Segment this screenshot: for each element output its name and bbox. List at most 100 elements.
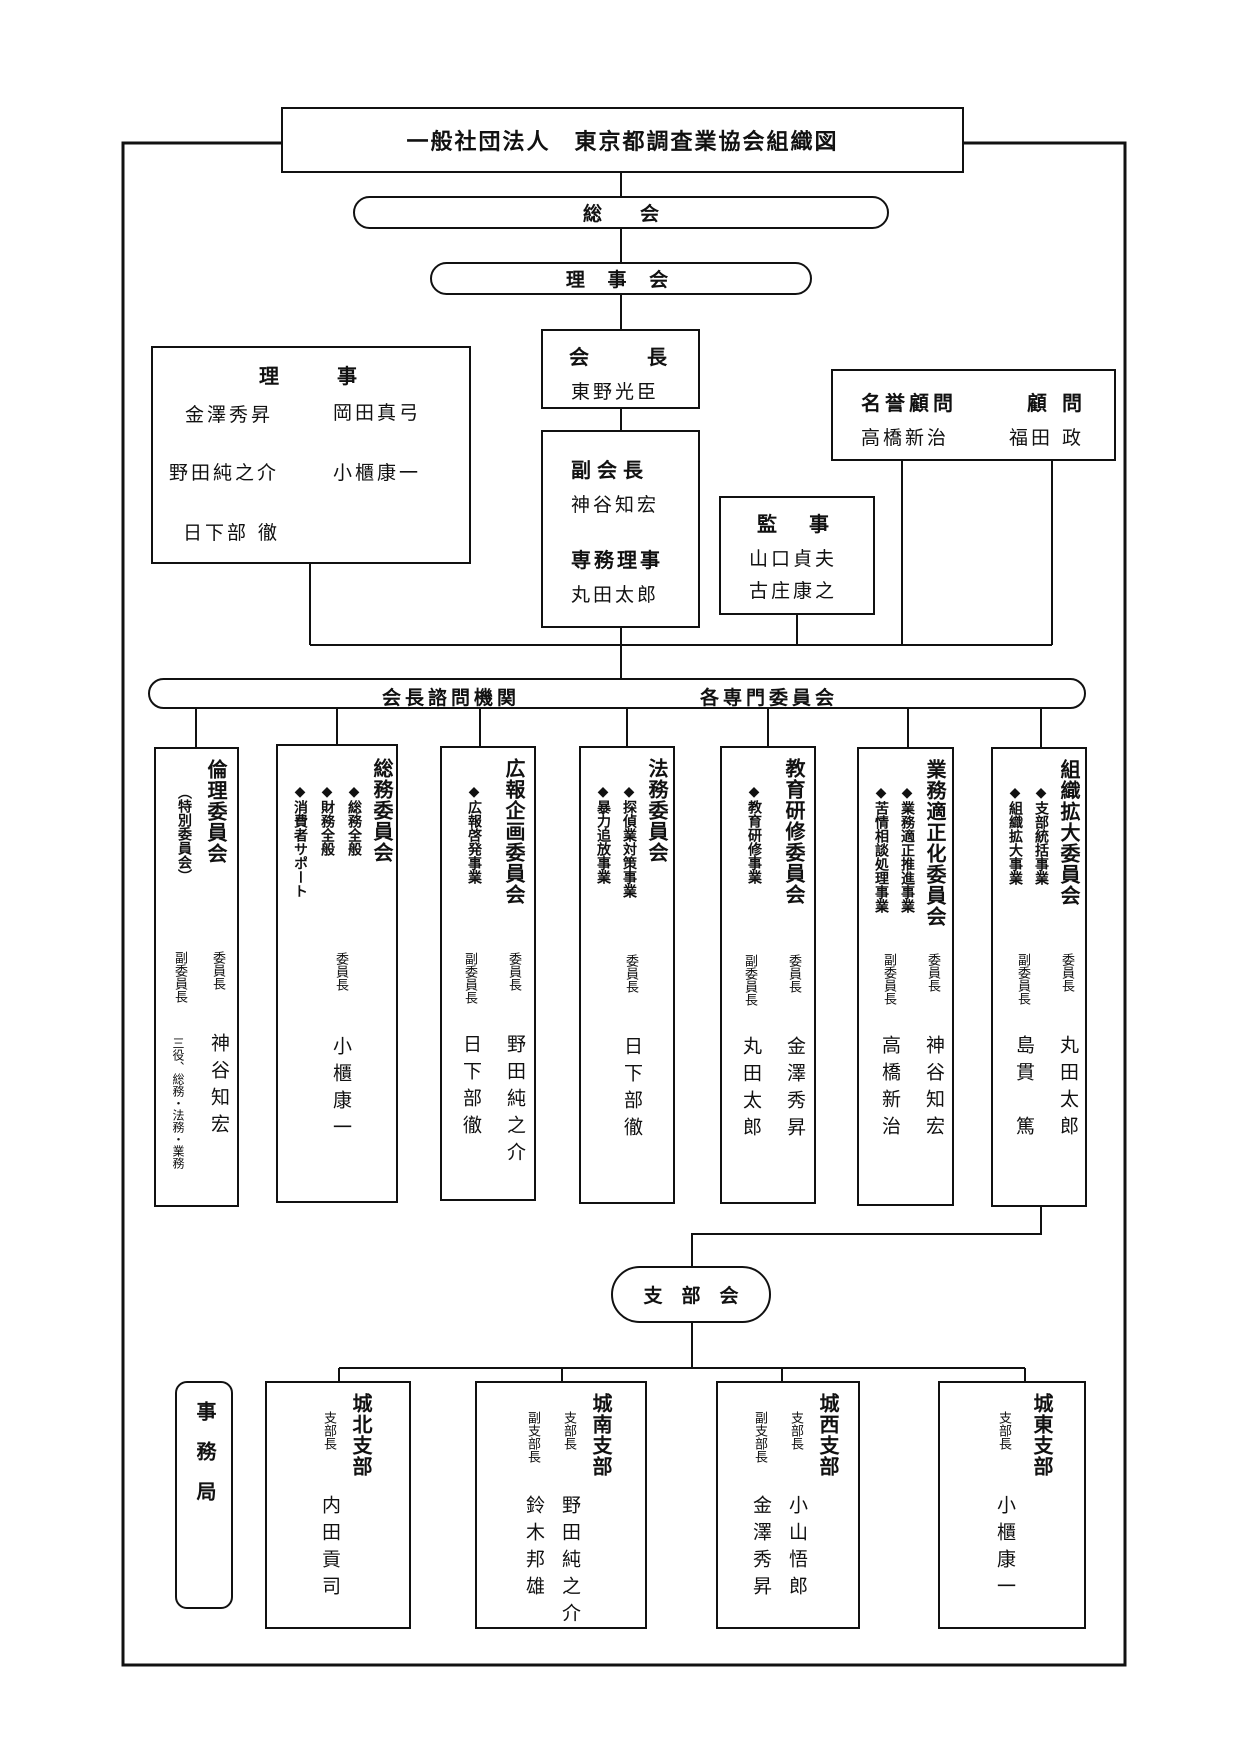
- vice-name: 日下部徹: [460, 1034, 482, 1142]
- president-title: 会 長: [569, 345, 673, 369]
- general-meeting-label: 総 会: [582, 203, 659, 225]
- general-meeting-pill: 総 会: [353, 196, 889, 229]
- duty-item: ◆教育研修事業: [746, 784, 762, 884]
- auditor-title: 監 事: [757, 512, 835, 536]
- branch-name: 城東支部: [1030, 1393, 1054, 1477]
- duty-item: ◆財務全般: [319, 784, 335, 856]
- committee-bar: 会長諮問機関 各専門委員会: [148, 678, 1086, 709]
- vice-name: 鈴木邦雄: [523, 1495, 545, 1603]
- vice-role: 副委員長: [1015, 953, 1030, 1005]
- committee-general-affairs: 総務委員会 ◆総務全般 ◆財務全般 ◆消費者サポート 委員長 小櫃康一: [276, 744, 398, 1203]
- director-name: 野田純之介: [169, 462, 280, 484]
- vice-name: 高橋新治: [879, 1035, 901, 1143]
- special-committees-label: 各専門委員会: [700, 687, 839, 709]
- committee-sub: （特別委員会）: [176, 785, 192, 883]
- vice-role: 副支部長: [525, 1411, 540, 1463]
- branch-name: 城南支部: [589, 1393, 613, 1477]
- secretariat-box: 事務局: [175, 1381, 233, 1609]
- duty-item: ◆消費者サポート: [292, 784, 308, 898]
- duty-item: ◆広報啓発事業: [466, 784, 482, 884]
- branch-meeting-label: 支 部 会: [643, 1285, 739, 1307]
- vice-president-name: 神谷知宏: [571, 494, 660, 516]
- advisor-name: 福田 政: [1009, 427, 1085, 449]
- vice-role: 副委員長: [742, 954, 757, 1006]
- chief-role: 支部長: [788, 1411, 803, 1450]
- vice-president-box: 副会長 神谷知宏 専務理事 丸田太郎: [541, 430, 700, 628]
- board-pill: 理 事 会: [430, 262, 812, 295]
- vice-role: 副支部長: [752, 1411, 767, 1463]
- advisory-bodies-label: 会長諮問機関: [382, 687, 521, 709]
- duty-item: ◆業務適正推進事業: [899, 785, 915, 913]
- branch-west: 城西支部 支部長 小山悟郎 副支部長 金澤秀昇: [716, 1381, 860, 1629]
- branch-meeting-pill: 支 部 会: [611, 1266, 771, 1323]
- duty-item: ◆暴力追放事業: [595, 784, 611, 884]
- chief-name: 内田貢司: [319, 1495, 341, 1603]
- page-title: 一般社団法人 東京都調査業協会組織図: [406, 130, 839, 155]
- chair-name: 神谷知宏: [923, 1035, 945, 1143]
- director-name: 小櫃康一: [333, 462, 422, 484]
- committee-business-propriety: 業務適正化委員会 ◆業務適正推進事業 ◆苦情相談処理事業 委員長 神谷知宏 副委…: [857, 747, 954, 1206]
- chair-role: 委員長: [333, 952, 348, 991]
- duty-item: ◆苦情相談処理事業: [873, 785, 889, 913]
- committee-name: 倫理委員会: [204, 759, 228, 864]
- chief-role: 支部長: [996, 1411, 1011, 1450]
- chair-name: 日下部徹: [621, 1036, 643, 1144]
- branch-name: 城北支部: [349, 1393, 373, 1477]
- committee-name: 組織拡大委員会: [1057, 759, 1081, 906]
- advisor-title: 顧 問: [1027, 391, 1086, 415]
- ethics-members-note: 三役、総務・法務・業務: [171, 1037, 185, 1169]
- branch-south: 城南支部 支部長 野田純之介 副支部長 鈴木邦雄: [475, 1381, 647, 1630]
- president-box: 会 長 東野光臣: [541, 329, 700, 409]
- vice-role: 副委員長: [881, 953, 896, 1005]
- chair-role: 委員長: [506, 952, 521, 991]
- title-box: 一般社団法人 東京都調査業協会組織図: [281, 107, 964, 173]
- managing-director-title: 専務理事: [571, 548, 663, 572]
- director-name: 日下部 徹: [183, 522, 281, 544]
- chair-role: 委員長: [925, 953, 940, 992]
- directors-box: 理 事 金澤秀昇 岡田真弓 野田純之介 小櫃康一 日下部 徹: [151, 346, 471, 564]
- branch-east: 城東支部 支部長 小櫃康一: [938, 1381, 1086, 1629]
- chair-role: 委員長: [623, 954, 638, 993]
- committee-name: 総務委員会: [370, 758, 394, 863]
- committee-organization-expansion: 組織拡大委員会 ◆支部統括事業 ◆組織拡大事業 委員長 丸田太郎 副委員長 島貫…: [991, 747, 1087, 1207]
- director-name: 金澤秀昇: [185, 404, 274, 426]
- duty-item: ◆組織拡大事業: [1007, 785, 1023, 885]
- chair-name: 小櫃康一: [330, 1036, 352, 1144]
- board-label: 理 事 会: [565, 269, 677, 291]
- honorary-advisor-title: 名誉顧問: [861, 391, 957, 415]
- vice-president-title: 副会長: [571, 458, 649, 482]
- committee-name: 教育研修委員会: [782, 758, 806, 905]
- secretariat-label: 事務局: [193, 1401, 217, 1521]
- auditor-name: 古庄康之: [749, 580, 838, 602]
- advisors-box: 名誉顧問 高橋新治 顧 問 福田 政: [831, 369, 1116, 461]
- branch-north: 城北支部 支部長 内田貢司: [265, 1381, 411, 1629]
- managing-director-name: 丸田太郎: [571, 584, 660, 606]
- chair-name: 神谷知宏: [208, 1033, 230, 1141]
- committee-name: 業務適正化委員会: [923, 759, 947, 927]
- chair-name: 金澤秀昇: [784, 1036, 806, 1144]
- committee-name: 法務委員会: [645, 758, 669, 863]
- directors-heading: 理 事: [259, 364, 363, 388]
- committee-education: 教育研修委員会 ◆教育研修事業 委員長 金澤秀昇 副委員長 丸田太郎: [720, 746, 816, 1204]
- duty-item: ◆総務全般: [346, 784, 362, 856]
- committee-public-relations: 広報企画委員会 ◆広報啓発事業 委員長 野田純之介 副委員長 日下部徹: [440, 746, 536, 1201]
- chair-name: 丸田太郎: [1057, 1035, 1079, 1143]
- chair-name: 野田純之介: [504, 1034, 526, 1169]
- chair-role: 委員長: [786, 954, 801, 993]
- chief-name: 野田純之介: [559, 1495, 581, 1630]
- president-name: 東野光臣: [571, 381, 660, 403]
- duty-item: ◆支部統括事業: [1033, 785, 1049, 885]
- honorary-advisor-name: 高橋新治: [861, 427, 950, 449]
- chair-role: 委員長: [1059, 953, 1074, 992]
- chair-role: 委員長: [210, 951, 225, 990]
- committee-legal: 法務委員会 ◆探偵業対策事業 ◆暴力追放事業 委員長 日下部徹: [579, 746, 675, 1204]
- duty-item: ◆探偵業対策事業: [621, 784, 637, 898]
- committee-name: 広報企画委員会: [502, 758, 526, 905]
- outer-frame: [121, 141, 1127, 1667]
- chief-role: 支部長: [321, 1411, 336, 1450]
- auditor-name: 山口貞夫: [749, 548, 838, 570]
- vice-name: 島貫 篤: [1013, 1035, 1035, 1143]
- vice-name: 丸田太郎: [740, 1036, 762, 1144]
- vice-name: 金澤秀昇: [750, 1495, 772, 1603]
